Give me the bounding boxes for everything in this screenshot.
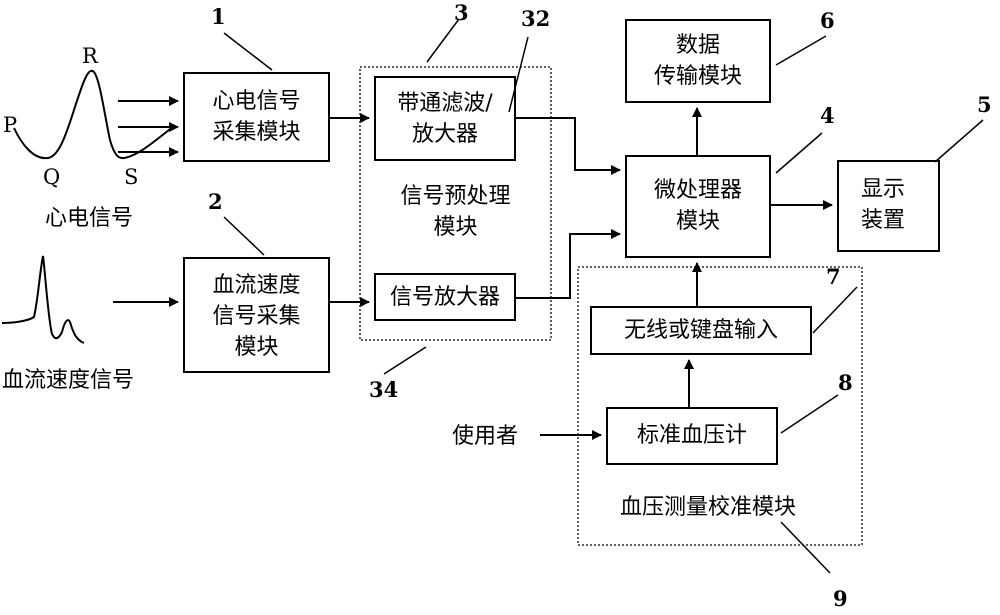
preproc-text: 信号预处理 模块: [360, 181, 551, 243]
transfer-line1: 数据: [675, 33, 720, 58]
transfer-box: [625, 19, 771, 103]
flow-waveform: [1, 255, 85, 344]
user-label: 使用者: [452, 424, 519, 449]
calib-text: 血压测量校准模块: [620, 495, 797, 520]
ref-1: 1: [211, 4, 226, 29]
ref-9: 9: [833, 586, 848, 611]
mcu-text: 微处理器 模块: [626, 175, 770, 237]
transfer-line2: 传输模块: [653, 64, 742, 89]
ecg-signal-label: 心电信号: [45, 206, 134, 231]
bandpass-line1: 带通滤波/: [397, 91, 493, 116]
ref-8: 8: [838, 370, 853, 395]
ecg-acq-line1: 心电信号: [212, 89, 301, 114]
ref-7: 7: [826, 264, 841, 289]
flow-acq-box: [183, 257, 330, 373]
ref-4: 4: [820, 103, 835, 128]
bandpass-box: [374, 76, 516, 161]
ecg-p-label: P: [3, 113, 18, 137]
bp-meter-box: [606, 407, 778, 465]
bandpass-line2: 放大器: [411, 122, 478, 147]
ref-32: 32: [521, 6, 551, 31]
ref-5: 5: [977, 92, 992, 117]
flow-signal-label: 血流速度信号: [2, 368, 135, 393]
ref-34: 34: [369, 377, 399, 402]
input-text: 无线或键盘输入: [623, 318, 778, 343]
ecg-acq-line2: 采集模块: [212, 120, 301, 145]
bp-meter-text: 标准血压计: [636, 423, 747, 448]
flow-acq-line2: 信号采集: [212, 304, 301, 329]
mcu-box: [625, 155, 771, 258]
ecg-s-label: S: [124, 165, 139, 189]
transfer-text: 数据 传输模块: [626, 30, 770, 92]
bandpass-text: 带通滤波/ 放大器: [375, 88, 515, 150]
display-box: [837, 160, 940, 252]
flow-acq-line3: 模块: [234, 335, 279, 360]
flow-acq-text: 血流速度 信号采集 模块: [184, 270, 329, 363]
amp-text: 信号放大器: [389, 285, 500, 310]
ecg-q-label: Q: [43, 165, 61, 189]
ecg-acq-text: 心电信号 采集模块: [184, 86, 329, 148]
ecg-waveform: [13, 69, 175, 160]
input-box: [590, 306, 812, 355]
ecg-r-label: R: [82, 44, 98, 68]
calib-dashed-box: [577, 266, 863, 546]
preproc-line1: 信号预处理: [400, 184, 511, 209]
mcu-line2: 模块: [675, 209, 720, 234]
preproc-line2: 模块: [433, 215, 478, 240]
display-line1: 显示: [860, 177, 905, 202]
display-line2: 装置: [860, 208, 905, 233]
flow-acq-line1: 血流速度: [212, 273, 301, 298]
mcu-line1: 微处理器: [653, 178, 742, 203]
ref-3: 3: [454, 0, 469, 25]
ref-2: 2: [208, 189, 223, 214]
display-text: 显示 装置: [838, 174, 928, 236]
ref-6: 6: [820, 8, 835, 33]
